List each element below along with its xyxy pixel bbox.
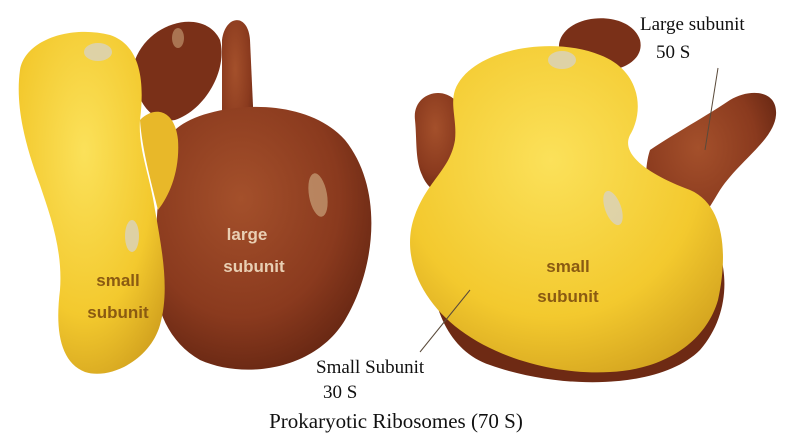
right-small-subunit-label-line1: small	[546, 257, 589, 276]
right-small-subunit-label-line2: subunit	[537, 287, 599, 306]
left-large-subunit-label-line2: subunit	[223, 257, 285, 276]
right-small-subunit	[410, 46, 723, 372]
left-small-subunit-label-line1: small	[96, 271, 139, 290]
left-large-subunit	[134, 20, 371, 370]
small-subunit-callout-name: Small Subunit	[316, 357, 425, 378]
left-small-subunit-label-line2: subunit	[87, 303, 149, 322]
diagram-caption: Prokaryotic Ribosomes (70 S)	[269, 409, 523, 433]
large-subunit-callout-value: 50 S	[656, 42, 690, 63]
left-large-subunit-label-line1: large	[227, 225, 268, 244]
right-ribosome: small subunit Large subunit 50 S Small S…	[316, 14, 776, 403]
large-subunit-callout-name: Large subunit	[640, 14, 745, 35]
small-subunit-callout-value: 30 S	[323, 382, 357, 403]
left-ribosome: large subunit small subunit	[19, 20, 372, 374]
